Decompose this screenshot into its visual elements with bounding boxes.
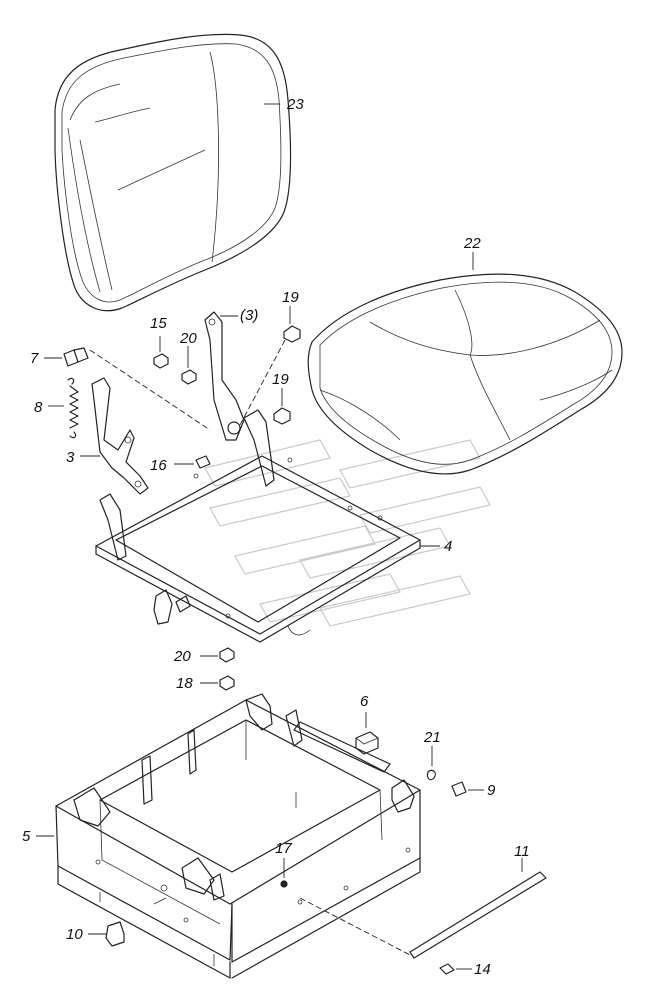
part-20-nut-upper [181,346,197,385]
part-3-lever-bracket [80,377,149,495]
part-5-base-frame [36,693,421,979]
part-16-bolt [174,455,211,469]
callout-18: 18 [176,675,193,692]
callout-11: 11 [514,843,530,860]
callout-3-lower: 3 [66,449,75,466]
part-8-spring [48,377,79,439]
part-19-nut-lower [273,388,291,425]
watermark-logo [204,439,491,627]
callout-9: 9 [487,782,496,799]
assembly-line-7 [89,349,211,431]
callout-19-lower: 19 [272,371,289,388]
backrest-cushion [54,33,292,312]
callout-17: 17 [275,840,292,857]
part-21-clip [426,746,436,781]
seat-cushion [307,252,623,475]
callout-20-lower: 20 [174,648,191,665]
part-19-nut-upper [283,306,301,343]
callout-6: 6 [360,693,369,710]
part-10-cap [88,921,125,947]
callout-8: 8 [34,399,43,416]
callout-20-upper: 20 [180,330,197,347]
callout-14: 14 [474,961,491,978]
part-7-bolt [44,347,89,367]
callout-23: 23 [287,96,304,113]
part-15-nut [153,336,169,369]
callout-16: 16 [150,457,167,474]
part-20-nut-lower [200,647,235,663]
callout-15: 15 [150,315,167,332]
part-4-seat-frame [95,409,440,643]
part-14-screw [439,963,472,975]
part-6-rubber-stop [355,712,379,755]
callout-7: 7 [30,350,39,367]
callout-3-upper: (3) [240,307,259,324]
assembly-line-19 [239,339,286,426]
callout-19-upper: 19 [282,289,299,306]
callout-10: 10 [66,926,83,943]
part-11-rod [299,858,547,959]
callout-5: 5 [22,828,31,845]
part-17-plug [280,858,288,888]
callout-4: 4 [444,538,453,555]
part-18-washer [200,675,235,691]
callout-22: 22 [464,235,481,252]
part-3-lever-upper [204,311,245,441]
callout-21: 21 [424,729,441,746]
part-9-bushing [451,781,484,797]
